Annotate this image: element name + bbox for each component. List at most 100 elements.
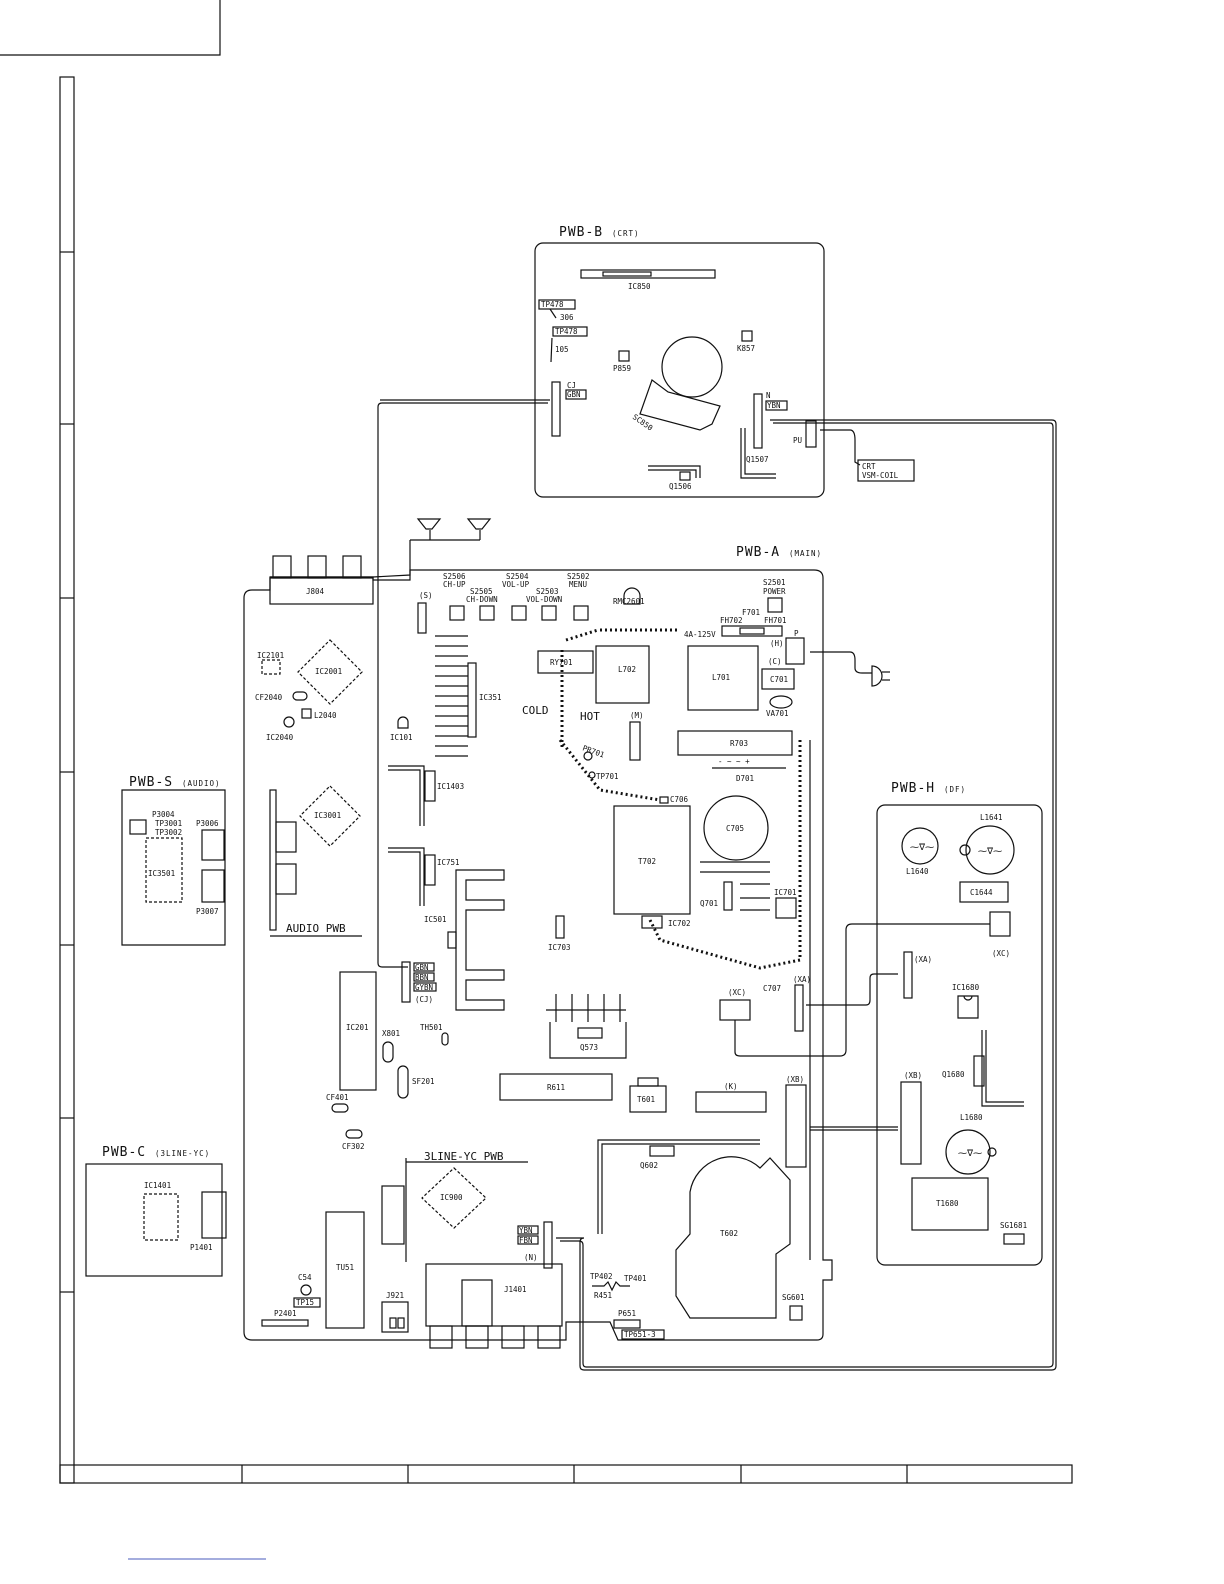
svg-text:Q573: Q573 xyxy=(580,1043,598,1052)
svg-text:L1640: L1640 xyxy=(906,867,929,876)
svg-text:P2401: P2401 xyxy=(274,1309,297,1318)
svg-text:IC2101: IC2101 xyxy=(257,651,284,660)
svg-text:Q1680: Q1680 xyxy=(942,1070,965,1079)
svg-text:X801: X801 xyxy=(382,1029,400,1038)
svg-text:IC751: IC751 xyxy=(437,858,460,867)
svg-text:Q1507: Q1507 xyxy=(746,455,769,464)
svg-text:D701: D701 xyxy=(736,774,754,783)
svg-text:Q701: Q701 xyxy=(700,899,718,908)
svg-text:P1401: P1401 xyxy=(190,1243,213,1252)
svg-text:YBN: YBN xyxy=(519,1226,533,1235)
svg-text:(N): (N) xyxy=(524,1253,538,1262)
svg-text:IC1680: IC1680 xyxy=(952,983,980,992)
svg-text:MENU: MENU xyxy=(569,580,587,589)
svg-text:VOL-UP: VOL-UP xyxy=(502,580,530,589)
svg-text:IC351: IC351 xyxy=(479,693,502,702)
svg-text:COLD: COLD xyxy=(522,704,549,717)
svg-text:C1644: C1644 xyxy=(970,888,993,897)
svg-text:(S): (S) xyxy=(419,591,433,600)
svg-text:TP651-3: TP651-3 xyxy=(624,1330,656,1339)
svg-text:R451: R451 xyxy=(594,1291,612,1300)
svg-text:Q602: Q602 xyxy=(640,1161,658,1170)
svg-text:PU: PU xyxy=(793,436,802,445)
svg-text:AUDIO PWB: AUDIO PWB xyxy=(286,922,346,935)
svg-text:S2501: S2501 xyxy=(763,578,786,587)
svg-text:VSM-COIL: VSM-COIL xyxy=(862,471,899,480)
svg-text:PWB-C (3LINE-YC): PWB-C (3LINE-YC) xyxy=(102,1145,210,1160)
svg-text:P3004: P3004 xyxy=(152,810,175,819)
svg-text:J921: J921 xyxy=(386,1291,404,1300)
svg-text:IC703: IC703 xyxy=(548,943,571,952)
pwb-c-board: PWB-C (3LINE-YC) IC1401 P1401 xyxy=(85,1145,227,1277)
svg-text:Q1506: Q1506 xyxy=(669,482,692,491)
svg-text:T601: T601 xyxy=(637,1095,655,1104)
svg-text:TP402: TP402 xyxy=(590,1272,613,1281)
pwb-a-board: PWB-A (MAIN) J804 (S) S2506 CH-UP S2505 … xyxy=(243,518,890,1349)
svg-text:FH702: FH702 xyxy=(720,616,743,625)
svg-text:(XB): (XB) xyxy=(904,1071,922,1080)
svg-text:IC2040: IC2040 xyxy=(266,733,294,742)
svg-text:L701: L701 xyxy=(712,673,730,682)
svg-text:4A-125V: 4A-125V xyxy=(684,630,716,639)
svg-text:TP478: TP478 xyxy=(541,300,564,309)
svg-text:L1641: L1641 xyxy=(980,813,1003,822)
svg-text:TP15: TP15 xyxy=(296,1298,314,1307)
svg-text:K857: K857 xyxy=(737,344,755,353)
svg-text:R703: R703 xyxy=(730,739,748,748)
svg-text:(XA): (XA) xyxy=(793,975,811,984)
svg-text:(K): (K) xyxy=(724,1082,738,1091)
svg-text:S2505: S2505 xyxy=(470,587,493,596)
svg-text:P3007: P3007 xyxy=(196,907,219,916)
svg-text:(CJ): (CJ) xyxy=(415,995,433,1004)
pwb-s-board: PWB-S (AUDIO) P3004 TP3001 TP3002 P3006 … xyxy=(121,775,362,946)
svg-text:F701: F701 xyxy=(742,608,760,617)
pwb-h-board: PWB-H (DF) L1641 ⁓ᐁ⁓ ⁓ᐁ⁓ L1640 C1644 (XC… xyxy=(876,781,1043,1266)
svg-text:IC1403: IC1403 xyxy=(437,782,464,791)
svg-text:IC3501: IC3501 xyxy=(148,869,175,878)
svg-text:YBN: YBN xyxy=(767,401,781,410)
svg-text:GBN: GBN xyxy=(567,390,581,399)
svg-text:IC1401: IC1401 xyxy=(144,1181,171,1190)
wiring xyxy=(270,399,1057,1371)
pwb-b-board: PWB-B (CRT) IC850 TP478 306 TP478 105 K8… xyxy=(534,225,915,498)
svg-text:GYBN: GYBN xyxy=(415,983,433,992)
svg-text:3LINE-YC PWB: 3LINE-YC PWB xyxy=(424,1150,504,1163)
svg-text:T602: T602 xyxy=(720,1229,738,1238)
svg-text:HOT: HOT xyxy=(580,710,600,723)
svg-text:(XC): (XC) xyxy=(728,988,746,997)
svg-text:GBN: GBN xyxy=(415,963,429,972)
svg-text:P859: P859 xyxy=(613,364,631,373)
svg-text:J804: J804 xyxy=(306,587,325,596)
svg-text:VA701: VA701 xyxy=(766,709,789,718)
svg-text:TP478: TP478 xyxy=(555,327,578,336)
svg-text:C706: C706 xyxy=(670,795,689,804)
svg-text:(C): (C) xyxy=(768,657,782,666)
svg-text:IC101: IC101 xyxy=(390,733,413,742)
svg-text:PWB-A (MAIN): PWB-A (MAIN) xyxy=(736,545,822,560)
svg-text:C705: C705 xyxy=(726,824,744,833)
svg-text:N: N xyxy=(766,391,771,400)
svg-text:SG601: SG601 xyxy=(782,1293,805,1302)
svg-text:TP701: TP701 xyxy=(596,772,619,781)
svg-text:⁓ᐁ⁓: ⁓ᐁ⁓ xyxy=(910,843,934,853)
svg-text:RY701: RY701 xyxy=(550,658,573,667)
svg-text:C707: C707 xyxy=(763,984,781,993)
svg-text:TH501: TH501 xyxy=(420,1023,443,1032)
svg-text:IC702: IC702 xyxy=(668,919,691,928)
svg-text:J1401: J1401 xyxy=(504,1285,527,1294)
svg-text:CF302: CF302 xyxy=(342,1142,365,1151)
svg-text:CH-UP: CH-UP xyxy=(443,580,466,589)
svg-text:105: 105 xyxy=(555,345,569,354)
svg-text:L2040: L2040 xyxy=(314,711,337,720)
svg-text:(M): (M) xyxy=(630,711,644,720)
svg-text:TP3001: TP3001 xyxy=(155,819,182,828)
svg-text:C701: C701 xyxy=(770,675,788,684)
svg-text:CJ: CJ xyxy=(567,381,576,390)
svg-text:S2506: S2506 xyxy=(443,572,466,581)
svg-text:(XC): (XC) xyxy=(992,949,1010,958)
svg-text:S2502: S2502 xyxy=(567,572,590,581)
svg-text:TP401: TP401 xyxy=(624,1274,647,1283)
svg-text:- ~ ~ +: - ~ ~ + xyxy=(718,757,750,766)
svg-text:P3006: P3006 xyxy=(196,819,219,828)
